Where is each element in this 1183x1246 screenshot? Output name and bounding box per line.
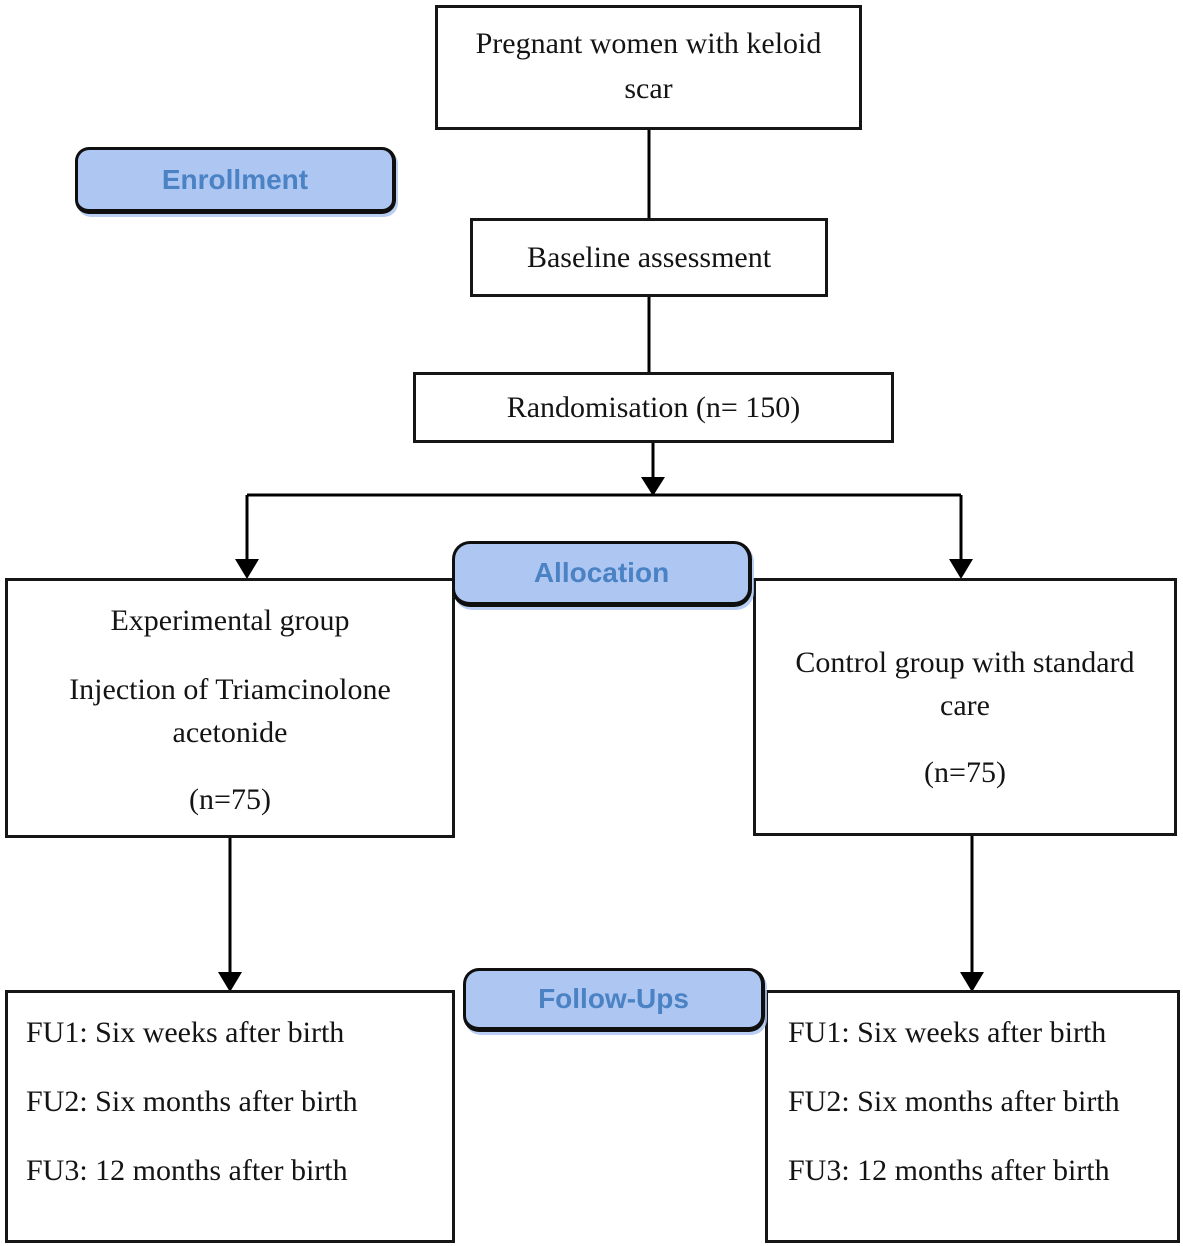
- followups-stage-label: Follow-Ups: [538, 983, 689, 1014]
- followup-item: FU1: Six weeks after birth: [26, 1016, 345, 1049]
- allocation-stage-pill: Allocation: [452, 541, 752, 607]
- followup-item: FU2: Six months after birth: [26, 1085, 358, 1118]
- followup-left-box: FU1: Six weeks after birth FU2: Six mont…: [5, 990, 455, 1243]
- control-group-box: Control group with standard care (n=75): [753, 578, 1177, 836]
- followup-item: FU1: Six weeks after birth: [788, 1016, 1107, 1049]
- control-group-title: Control group with standard care: [795, 646, 1135, 722]
- allocation-stage-label: Allocation: [533, 557, 670, 588]
- baseline-assessment-label: Baseline assessment: [526, 241, 772, 274]
- randomisation-box: Randomisation (n= 150): [413, 372, 894, 443]
- followups-stage-pill: Follow-Ups: [463, 968, 765, 1032]
- randomisation-label: Randomisation (n= 150): [506, 391, 801, 424]
- enrollment-stage-label: Enrollment: [161, 163, 309, 195]
- experimental-group-n: (n=75): [189, 783, 271, 816]
- arrow-down-icon: [641, 477, 665, 496]
- experimental-group-intervention: Injection of Triamcinolone acetonide: [69, 673, 391, 749]
- followup-item: FU3: 12 months after birth: [788, 1154, 1110, 1187]
- arrow-down-icon: [960, 972, 984, 992]
- population-label: Pregnant women with keloid scar: [475, 27, 822, 105]
- baseline-assessment-box: Baseline assessment: [470, 218, 828, 297]
- followup-item: FU2: Six months after birth: [788, 1085, 1120, 1118]
- followup-item: FU3: 12 months after birth: [26, 1154, 348, 1187]
- enrollment-stage-pill: Enrollment: [75, 147, 396, 214]
- followup-right-box: FU1: Six weeks after birth FU2: Six mont…: [765, 990, 1180, 1243]
- arrow-down-icon: [235, 559, 259, 579]
- experimental-group-title: Experimental group: [110, 604, 350, 637]
- arrow-down-icon: [218, 972, 242, 992]
- control-group-n: (n=75): [924, 756, 1006, 789]
- experimental-group-box: Experimental group Injection of Triamcin…: [5, 578, 455, 838]
- arrow-down-icon: [949, 559, 973, 579]
- population-box: Pregnant women with keloid scar: [435, 5, 862, 130]
